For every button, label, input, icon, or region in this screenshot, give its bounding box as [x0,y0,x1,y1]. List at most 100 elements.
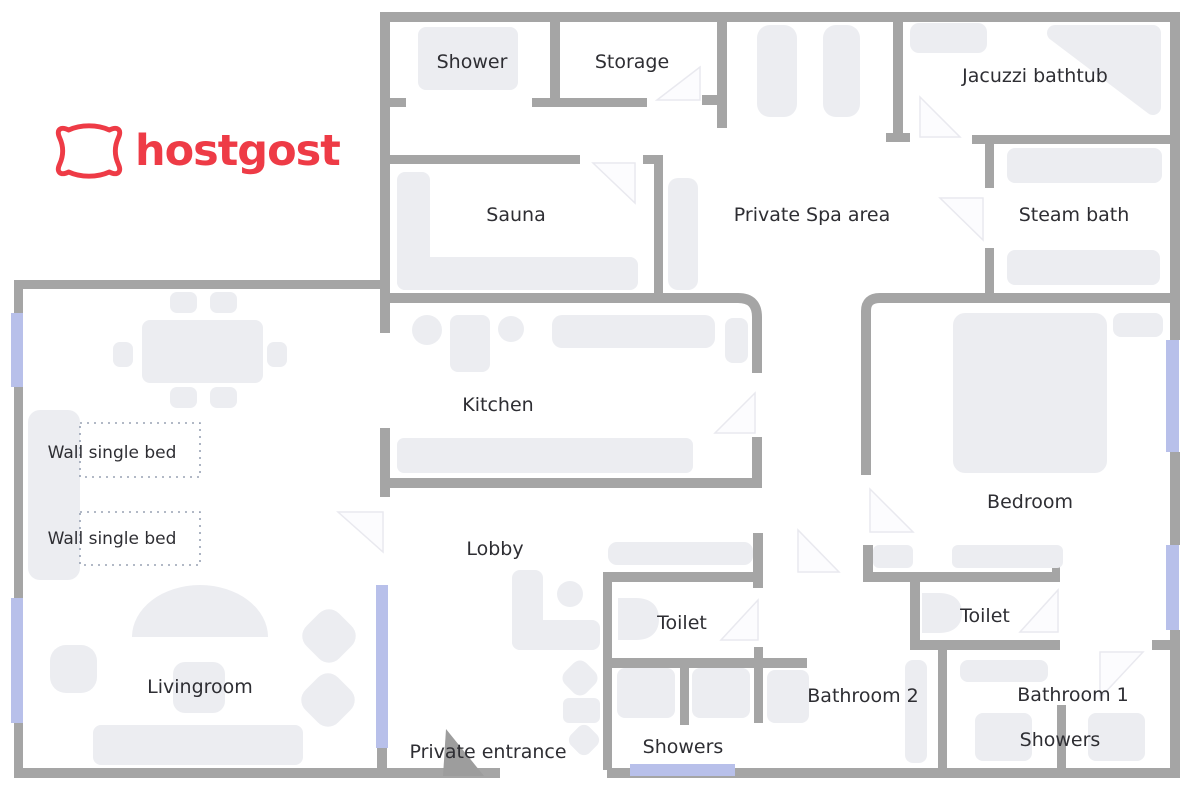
pillow-icon [55,123,123,179]
nightstand [1113,313,1163,337]
room-label-storage: Storage [595,51,669,73]
door-swing-icon [713,391,756,434]
door-swing-icon [336,511,384,554]
shower-tray [1088,713,1145,761]
wall-segment [680,666,689,725]
wall-segment [938,650,947,770]
kitchen-appliance [725,318,748,363]
steam-bench [1007,148,1162,183]
room-label-livingroom: Livingroom [147,676,253,698]
wall-segment [603,582,612,770]
coffee-table [173,662,225,713]
steam-bench [1007,250,1160,285]
walls [14,12,1180,778]
wall-segment [550,22,560,98]
wall-segment [643,155,662,164]
spa-lounger [823,25,860,117]
kitchen-counter [552,315,715,348]
door-swing-icon [1018,588,1059,633]
label-showers-bathroom-2: Showers [643,736,724,758]
wall-segment [985,248,994,302]
armchair [301,673,355,727]
dining-chair [113,342,133,367]
plant [568,724,600,756]
dining-table [142,320,263,383]
door-swing-icon [654,65,701,101]
door-swing-icon [938,197,984,242]
wall-segment [607,768,1180,778]
wall-segment [603,572,763,582]
door-swing-icon [1099,651,1145,700]
wall-segment [893,22,903,142]
wall-segment [1170,630,1180,770]
doors [336,65,1145,700]
room-label-bathroom-1: Bathroom 1 [1017,684,1128,706]
wall-segment [752,437,762,488]
window-marker [11,313,23,387]
jacuzzi-corner-bathtub [1047,25,1161,115]
wall-segment [380,428,390,497]
dining-chair [267,342,287,367]
kitchen-sink [412,315,442,345]
hall-bench [608,542,753,565]
window-marker [11,598,23,723]
label-wall-single-bed-2: Wall single bed [48,529,177,549]
tv-console [93,725,303,765]
label-private-entrance: Private entrance [409,741,566,763]
door-swing-icon [797,528,841,573]
wall-segment [14,768,500,778]
room-label-lobby: Lobby [466,538,523,560]
bathroom-counter [905,660,927,763]
room-label-sauna: Sauna [486,204,545,226]
armchair [302,609,356,663]
jacuzzi-shelf [910,23,987,53]
dresser [873,545,913,568]
wall-segment [702,95,722,105]
wall-segment [880,293,1180,303]
shower-tray [617,668,675,718]
shower-tray [418,27,518,90]
door-swing-icon [719,598,759,641]
wall-segment [603,658,807,668]
brand-name: hostgost [135,125,341,176]
window-marker [630,764,735,776]
dresser [952,545,1063,568]
room-labels: Shower Storage Jacuzzi bathtub Sauna Pri… [48,51,1130,763]
wall-segment [380,12,1180,22]
shower-tray [975,713,1032,761]
armchair [50,645,97,693]
wall-segment [532,98,647,107]
wall-segment [14,723,23,770]
shower-tray [767,670,809,723]
room-label-bathroom-2: Bathroom 2 [807,685,918,707]
wall-segment [863,572,1060,582]
door-swing-icon [919,95,962,138]
wall-segment [717,22,727,128]
wall-segment [753,533,763,588]
room-label-jacuzzi-bathtub: Jacuzzi bathtub [961,65,1108,87]
wall-segment [380,293,738,303]
sauna-bench [397,257,638,290]
kitchen-sink [498,316,524,342]
wall-segment [863,545,873,582]
wall-segment [910,582,920,650]
room-label-toilet-bathroom-1: Toilet [959,605,1010,627]
wall-segment [1152,640,1170,650]
room-label-bedroom: Bedroom [987,491,1073,513]
wall-segment [380,155,580,164]
reception-desk [512,620,600,650]
spa-lounger [757,25,797,117]
dining-chair [170,387,197,408]
wall-segment [14,289,23,313]
windows [11,313,1179,776]
sink-counter [960,660,1048,682]
wardrobe [28,410,80,580]
room-label-kitchen: Kitchen [462,394,533,416]
wall-segment [861,293,881,475]
wall-segment [972,135,1180,144]
toilet-fixture [618,598,659,640]
wall-segment [14,280,380,289]
wall-segment [377,748,387,770]
